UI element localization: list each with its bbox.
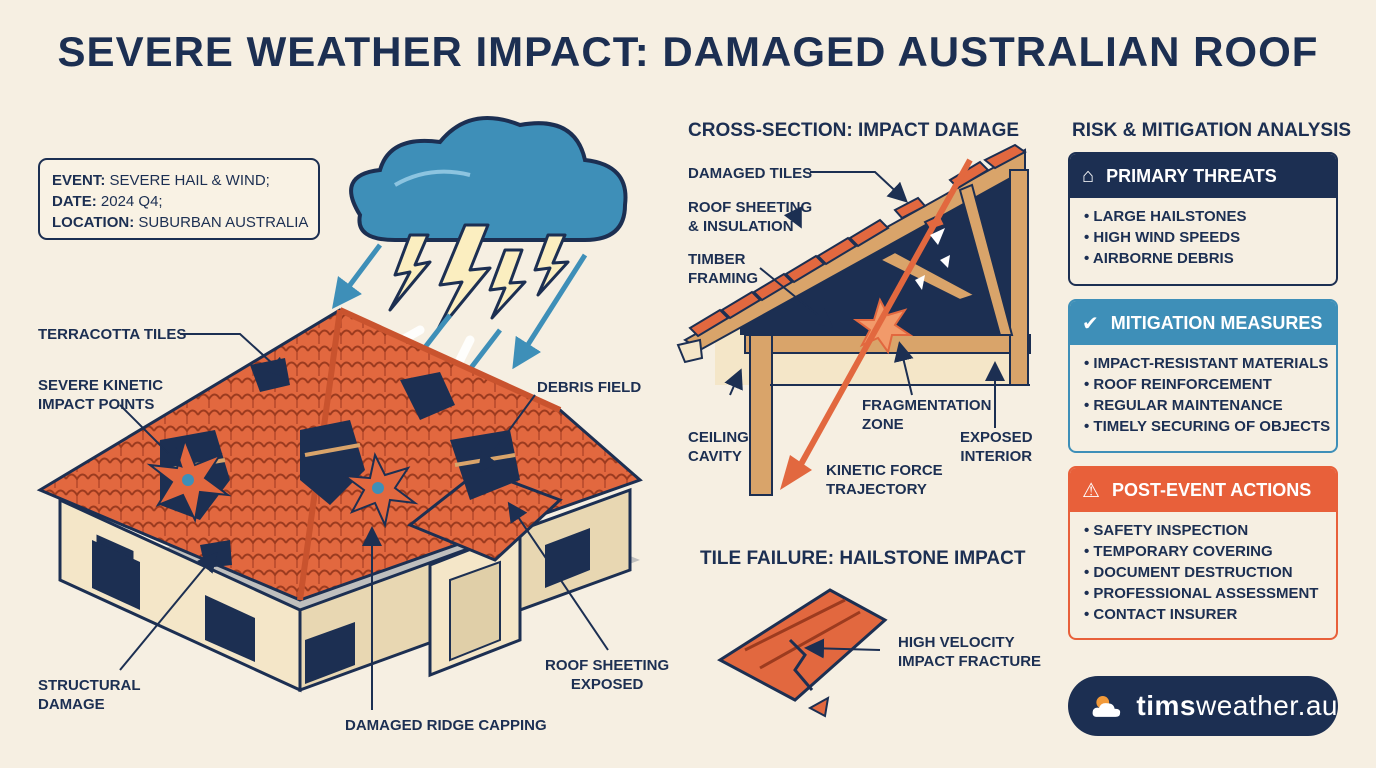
label-exposed-interior: EXPOSED INTERIOR: [960, 429, 1033, 465]
warning-clock-icon: ⚠: [1082, 479, 1100, 502]
label-roof-sheeting: ROOF SHEETING & INSULATION: [688, 199, 813, 235]
list-item: DOCUMENT DESTRUCTION: [1084, 562, 1322, 583]
label-impact-fracture: HIGH VELOCITY IMPACT FRACTURE: [898, 634, 1042, 670]
panel-mitigation-measures: ✔ MITIGATION MEASURES IMPACT-RESISTANT M…: [1068, 299, 1338, 453]
list-item: SAFETY INSPECTION: [1084, 520, 1322, 541]
label-ceiling-cavity: CEILING CAVITY: [688, 429, 749, 465]
panel-header: ⚠ POST-EVENT ACTIONS: [1070, 468, 1336, 512]
label-timber-framing: TIMBER FRAMING: [688, 251, 758, 287]
lightning-bolt-icon: [388, 223, 570, 337]
page-title: SEVERE WEATHER IMPACT: DAMAGED AUSTRALIA…: [57, 28, 1319, 75]
panel-post-event-actions: ⚠ POST-EVENT ACTIONS SAFETY INSPECTION T…: [1068, 466, 1338, 640]
house-hail-icon: ⌂: [1082, 164, 1095, 187]
label-kinetic-impact: SEVERE KINETIC IMPACT POINTS: [38, 377, 164, 413]
label-terracotta-tiles: TERRACOTTA TILES: [38, 326, 187, 343]
storm-cloud-icon: [349, 116, 628, 242]
event-line-event: EVENT: SEVERE HAIL & WIND;: [52, 172, 270, 189]
sun-cloud-icon: [1092, 695, 1121, 717]
brand-logo[interactable]: timsweather.au: [1068, 676, 1338, 736]
tile-failure-title: TILE FAILURE: HAILSTONE IMPACT: [700, 548, 1026, 569]
event-line-location: LOCATION: SUBURBAN AUSTRALIA: [52, 214, 309, 231]
cross-section-title: CROSS-SECTION: IMPACT DAMAGE: [688, 120, 1020, 141]
list-item: TEMPORARY COVERING: [1084, 541, 1322, 562]
list-item: REGULAR MAINTENANCE: [1084, 395, 1322, 416]
house-illustration: [36, 307, 643, 693]
panel-header: ✔ MITIGATION MEASURES: [1070, 301, 1336, 345]
list-item: IMPACT-RESISTANT MATERIALS: [1084, 353, 1328, 374]
shield-check-icon: ✔: [1082, 312, 1099, 335]
label-structural-damage: STRUCTURAL DAMAGE: [38, 677, 141, 713]
list-item: HIGH WIND SPEEDS: [1084, 227, 1322, 248]
cross-section-illustration: [676, 143, 1031, 496]
broken-tile-illustration: [717, 588, 888, 718]
list-item: ROOF REINFORCEMENT: [1084, 374, 1322, 395]
panel-primary-threats: ⌂ PRIMARY THREATS LARGE HAILSTONES HIGH …: [1068, 152, 1338, 286]
label-ridge-capping: DAMAGED RIDGE CAPPING: [345, 717, 547, 734]
list-item: LARGE HAILSTONES: [1084, 206, 1322, 227]
label-damaged-tiles: DAMAGED TILES: [688, 165, 813, 182]
label-debris-field: DEBRIS FIELD: [537, 379, 642, 396]
event-info-box: EVENT: SEVERE HAIL & WIND; DATE: 2024 Q4…: [38, 158, 320, 240]
label-kinetic-trajectory: KINETIC FORCE TRAJECTORY: [826, 462, 943, 498]
list-item: CONTACT INSURER: [1084, 604, 1322, 625]
list-item: TIMELY SECURING OF OBJECTS: [1084, 416, 1330, 437]
event-line-date: DATE: 2024 Q4;: [52, 193, 163, 210]
panel-header: ⌂ PRIMARY THREATS: [1070, 154, 1336, 198]
risk-title: RISK & MITIGATION ANALYSIS: [1072, 120, 1352, 141]
list-item: PROFESSIONAL ASSESSMENT: [1084, 583, 1322, 604]
label-roof-sheeting-exposed: ROOF SHEETING EXPOSED: [545, 657, 670, 693]
label-fragmentation-zone: FRAGMENTATION ZONE: [862, 397, 992, 433]
list-item: AIRBORNE DEBRIS: [1084, 248, 1322, 269]
